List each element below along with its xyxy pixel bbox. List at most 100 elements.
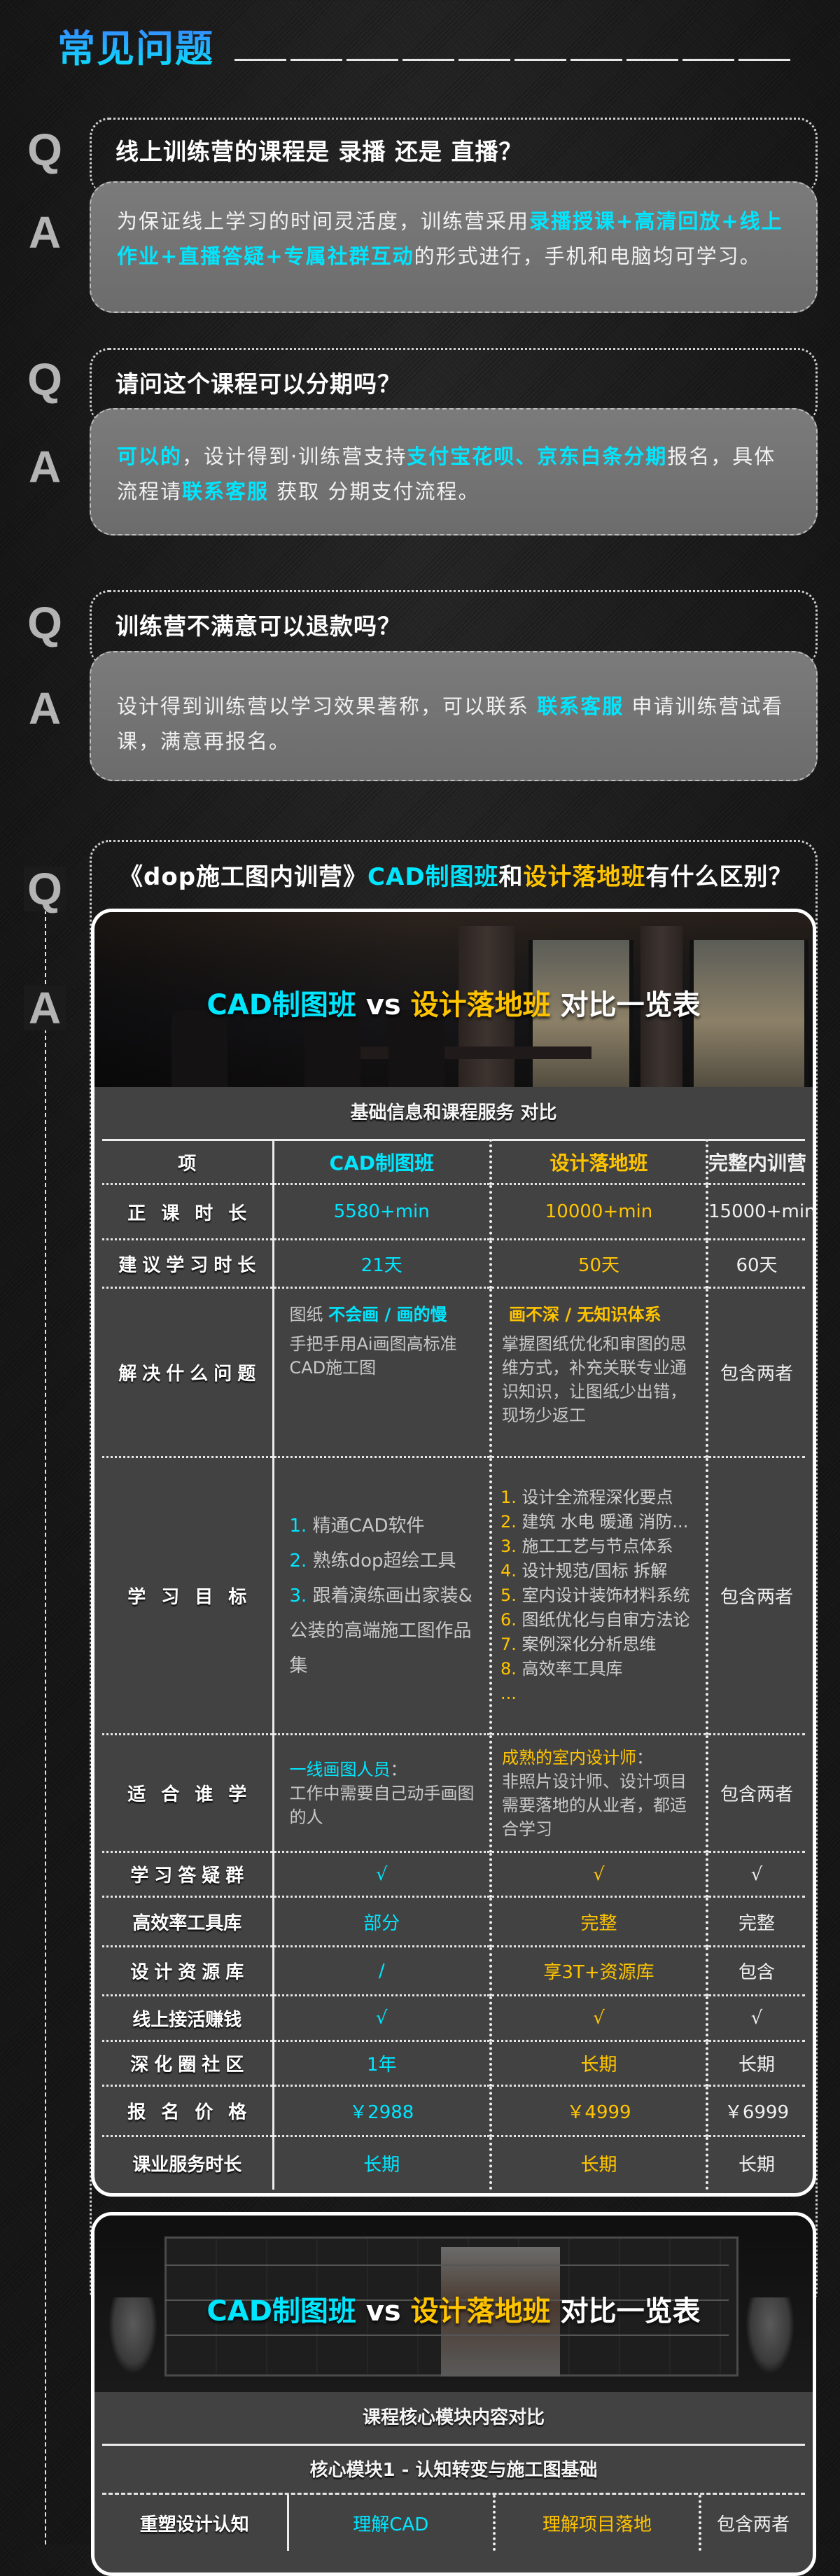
- row-label: 线上接活赚钱: [102, 1994, 274, 2041]
- table-row: 深化圈社区 1年 长期 长期: [102, 2040, 805, 2086]
- question-segment: 《dop施工图内训营》: [119, 863, 368, 891]
- hero-title: CAD制图班 vs 设计落地班 对比一览表: [94, 2288, 813, 2329]
- page-title: 常见问题: [57, 21, 214, 77]
- question-text: 线上训练营的课程是 录播 还是 直播？: [115, 138, 523, 165]
- cell-price-cad: ￥2988: [273, 2085, 492, 2136]
- hero-title-design: 设计落地班: [410, 2295, 551, 2328]
- contact-service-link[interactable]: 联系客服: [182, 479, 270, 503]
- question-segment: 有什么区别？: [645, 863, 793, 891]
- q-badge: Q: [27, 354, 62, 405]
- a-badge: A: [28, 683, 62, 734]
- row-label: 课业服务时长: [102, 2135, 274, 2190]
- goal-item: 2. 熟练dop超绘工具: [289, 1550, 456, 1572]
- goal-item: 2. 建筑 水电 暖通 消防...: [500, 1512, 689, 1532]
- row-label: 高效率工具库: [102, 1896, 274, 1947]
- table-row: 设计资源库 / 享3T+资源库 包含: [102, 1945, 805, 1996]
- table-row: 线上接活赚钱 √ √ √: [102, 1994, 805, 2041]
- hero-title-cad: CAD制图班: [206, 2295, 356, 2328]
- cell-text: 图纸: [289, 1305, 329, 1324]
- comparison-panel-modules: CAD制图班 vs 设计落地班 对比一览表 课程核心模块内容对比 核心模块1 -…: [91, 2212, 816, 2576]
- row-label: 学习答疑群: [130, 1865, 250, 1886]
- question-highlight-cad: CAD制图班: [368, 863, 499, 891]
- goal-item: 5. 室内设计装饰材料系统: [500, 1586, 690, 1605]
- cell-cad: √: [273, 1851, 492, 1897]
- q-badge: Q: [24, 867, 66, 911]
- cell-design: 成熟的室内设计师： 非照片设计师、设计项目需要落地的从业者，都适合学习: [491, 1733, 708, 1852]
- cell-full: 包含两者: [707, 1733, 805, 1852]
- q-badge: Q: [27, 125, 62, 175]
- cell-design: √: [491, 1994, 708, 2041]
- goal-item: 4. 设计规范/国标 拆解: [500, 1561, 668, 1581]
- cell-highlight: 成熟的室内设计师: [502, 1747, 636, 1768]
- table-row: 报名价格 ￥2988 ￥4999 ￥6999: [102, 2085, 805, 2136]
- answer-highlight: 可以的: [117, 444, 183, 468]
- table-header-row: 项 CAD制图班 设计落地班 完整内训营: [102, 1139, 806, 1184]
- module-divider: [102, 2493, 805, 2495]
- hero-image-interior: CAD制图班 vs 设计落地班 对比一览表: [94, 912, 813, 1087]
- header-full: 完整内训营: [707, 1139, 806, 1184]
- module-title: 核心模块1 - 认知转变与施工图基础: [102, 2444, 805, 2493]
- row-label: 解决什么问题: [118, 1364, 262, 1385]
- cell-highlight: 不会画 / 画的慢: [328, 1305, 447, 1324]
- goal-item: 3. 施工工艺与节点体系: [500, 1536, 673, 1556]
- row-label: 深化圈社区: [130, 2054, 250, 2076]
- row-label: 重塑设计认知: [102, 2495, 289, 2551]
- q-badge: Q: [27, 598, 62, 648]
- table-row: 学习目标 1. 精通CAD软件 2. 熟练dop超绘工具 3. 跟着演练画出家装…: [102, 1456, 805, 1735]
- question-highlight-design: 设计落地班: [523, 863, 646, 891]
- question-frame: [90, 348, 818, 425]
- cell-full: 长期: [707, 2135, 805, 2190]
- cell-full: 包含两者: [707, 1456, 805, 1735]
- contact-service-link[interactable]: 联系客服: [537, 694, 624, 718]
- answer-segment: 申请训练营试看课，满意再报名。: [117, 694, 784, 753]
- qa-connector-line: [45, 896, 46, 2544]
- cell-cad: 图纸 不会画 / 画的慢 手把手用Ai画图高标准CAD施工图: [273, 1287, 492, 1457]
- question-frame: [90, 840, 818, 2310]
- row-label: 设计资源库: [130, 1962, 250, 1983]
- table-row: 解决什么问题 图纸 不会画 / 画的慢 手把手用Ai画图高标准CAD施工图 画不…: [102, 1287, 805, 1457]
- hero-title-suffix: 对比一览表: [550, 2295, 701, 2328]
- answer-segment: 的形式进行，手机和电脑均可学习。: [414, 244, 762, 268]
- header-design: 设计落地班: [491, 1139, 708, 1184]
- cell-cad: /: [273, 1945, 492, 1996]
- cell-full: 长期: [707, 2040, 805, 2086]
- question-frame: [90, 590, 818, 667]
- hero-title: CAD制图班 vs 设计落地班 对比一览表: [94, 982, 813, 1023]
- comparison-table-modules: 重塑设计认知 理解CAD 理解项目落地 包含两者: [102, 2495, 805, 2551]
- cell-design: 长期: [491, 2135, 708, 2190]
- goal-item: 3. 跟着演练画出家装&公装的高端施工图作品集: [289, 1585, 472, 1676]
- cell-price-full: ￥6999: [707, 2085, 805, 2136]
- goal-item: 6. 图纸优化与自审方法论: [500, 1610, 690, 1630]
- hero-title-vs: vs: [356, 2295, 411, 2328]
- a-badge: A: [24, 986, 66, 1030]
- answer-segment: 设计得到训练营以学习效果著称，可以联系: [117, 694, 538, 718]
- hero-title-cad: CAD制图班: [206, 989, 356, 1021]
- cell-full: 完整: [707, 1896, 805, 1947]
- goal-list-design: 1. 设计全流程深化要点 2. 建筑 水电 暖通 消防... 3. 施工工艺与节…: [500, 1485, 701, 1706]
- table-row: 高效率工具库 部分 完整 完整: [102, 1896, 805, 1947]
- answer-text: 为保证线上学习的时间灵活度，训练营采用录播授课+高清回放+线上作业+直播答疑+专…: [117, 204, 795, 274]
- cell-full: 15000+min: [707, 1183, 813, 1240]
- row-label: 正课时长: [127, 1203, 262, 1224]
- cell-highlight: 一线画图人员: [289, 1759, 391, 1779]
- answer-segment: 为保证线上学习的时间灵活度，训练营采用: [117, 209, 530, 233]
- cell-price-design: ￥4999: [491, 2085, 708, 2136]
- table-row: 课业服务时长 长期 长期 长期: [102, 2135, 805, 2190]
- cell-full: 60天: [707, 1238, 805, 1288]
- cell-cad: 5580+min: [273, 1183, 492, 1240]
- cell-full: √: [707, 1994, 805, 2041]
- answer-text: 可以的，设计得到·训练营支持支付宝花呗、京东白条分期报名，具体流程请联系客服 获…: [117, 439, 795, 509]
- a-badge: A: [28, 442, 62, 492]
- table-row: 适合谁学 一线画图人员： 工作中需要自己动手画图的人 成熟的室内设计师： 非照片…: [102, 1733, 805, 1852]
- cell-design: 1. 设计全流程深化要点 2. 建筑 水电 暖通 消防... 3. 施工工艺与节…: [491, 1456, 708, 1735]
- goal-item: 1. 精通CAD软件: [289, 1515, 425, 1536]
- cell-design: 10000+min: [491, 1183, 708, 1240]
- row-label: 报名价格: [127, 2102, 262, 2123]
- answer-highlight: 录播授课+高清回放+线上作业+直播答疑+专属社群互动: [117, 209, 783, 268]
- cell-full: 包含: [707, 1945, 805, 1996]
- answer-highlight: 支付宝花呗、京东白条分期: [407, 444, 668, 468]
- cell-text: 手把手用Ai画图高标准CAD施工图: [289, 1334, 457, 1378]
- table-row: 学习答疑群 √ √ √: [102, 1851, 805, 1897]
- question-text: 训练营不满意可以退款吗？: [115, 612, 401, 640]
- answer-box: 可以的，设计得到·训练营支持支付宝花呗、京东白条分期报名，具体流程请联系客服 获…: [90, 408, 818, 536]
